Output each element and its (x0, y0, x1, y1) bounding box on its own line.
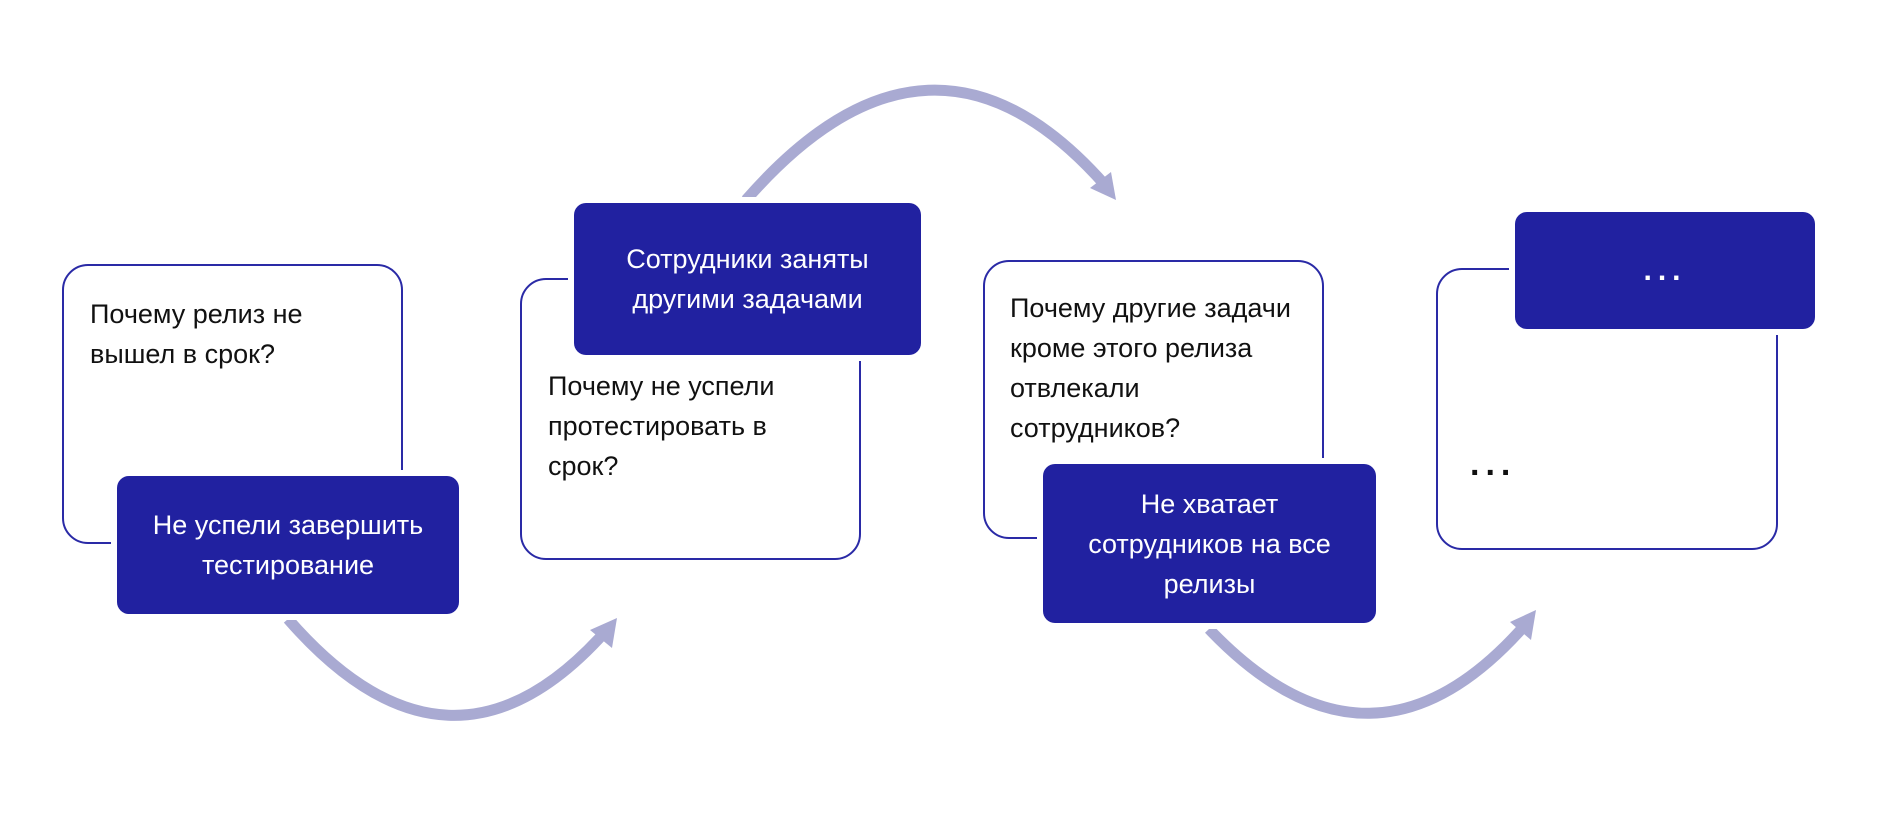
question-text-1: Почему релиз не вышел в срок? (90, 299, 303, 369)
question-text-2: Почему не успели протестировать в срок? (548, 371, 775, 481)
question-text-4: ... (1470, 445, 1517, 483)
arrow-3 (1205, 620, 1531, 719)
arrowhead-1 (590, 618, 617, 648)
arrow-2 (741, 84, 1110, 204)
question-text-3: Почему другие задачи кроме этого релиза … (1010, 293, 1291, 443)
arrowhead-3 (1510, 610, 1536, 640)
answer-card-4: ... (1515, 212, 1815, 329)
answer-card-2: Сотрудники заняты другими задачами (574, 203, 921, 355)
answer-card-3: Не хватает сотрудников на все релизы (1043, 464, 1376, 623)
answer-card-1: Не успели завершить тестирование (117, 476, 459, 614)
arrow-1 (283, 615, 610, 721)
arrowhead-2 (1090, 172, 1116, 200)
